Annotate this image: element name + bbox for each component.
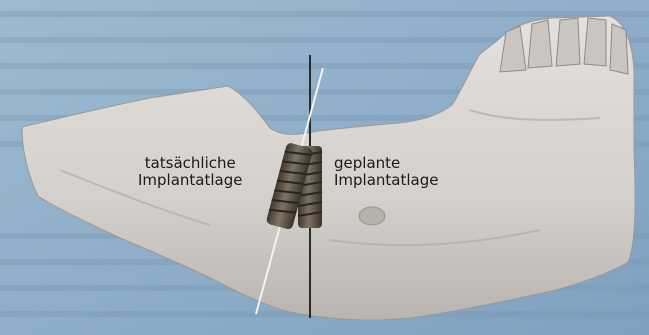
mental-foramen [359, 207, 385, 225]
planned-implant-label-line2: Implantatlage [334, 172, 439, 189]
planned-implant-label: geplante Implantatlage [334, 155, 439, 189]
actual-implant-label-line1: tatsächliche [138, 155, 243, 172]
actual-implant-label: tatsächliche Implantatlage [138, 155, 243, 189]
planned-implant-label-line1: geplante [334, 155, 439, 172]
actual-implant-label-line2: Implantatlage [138, 172, 243, 189]
